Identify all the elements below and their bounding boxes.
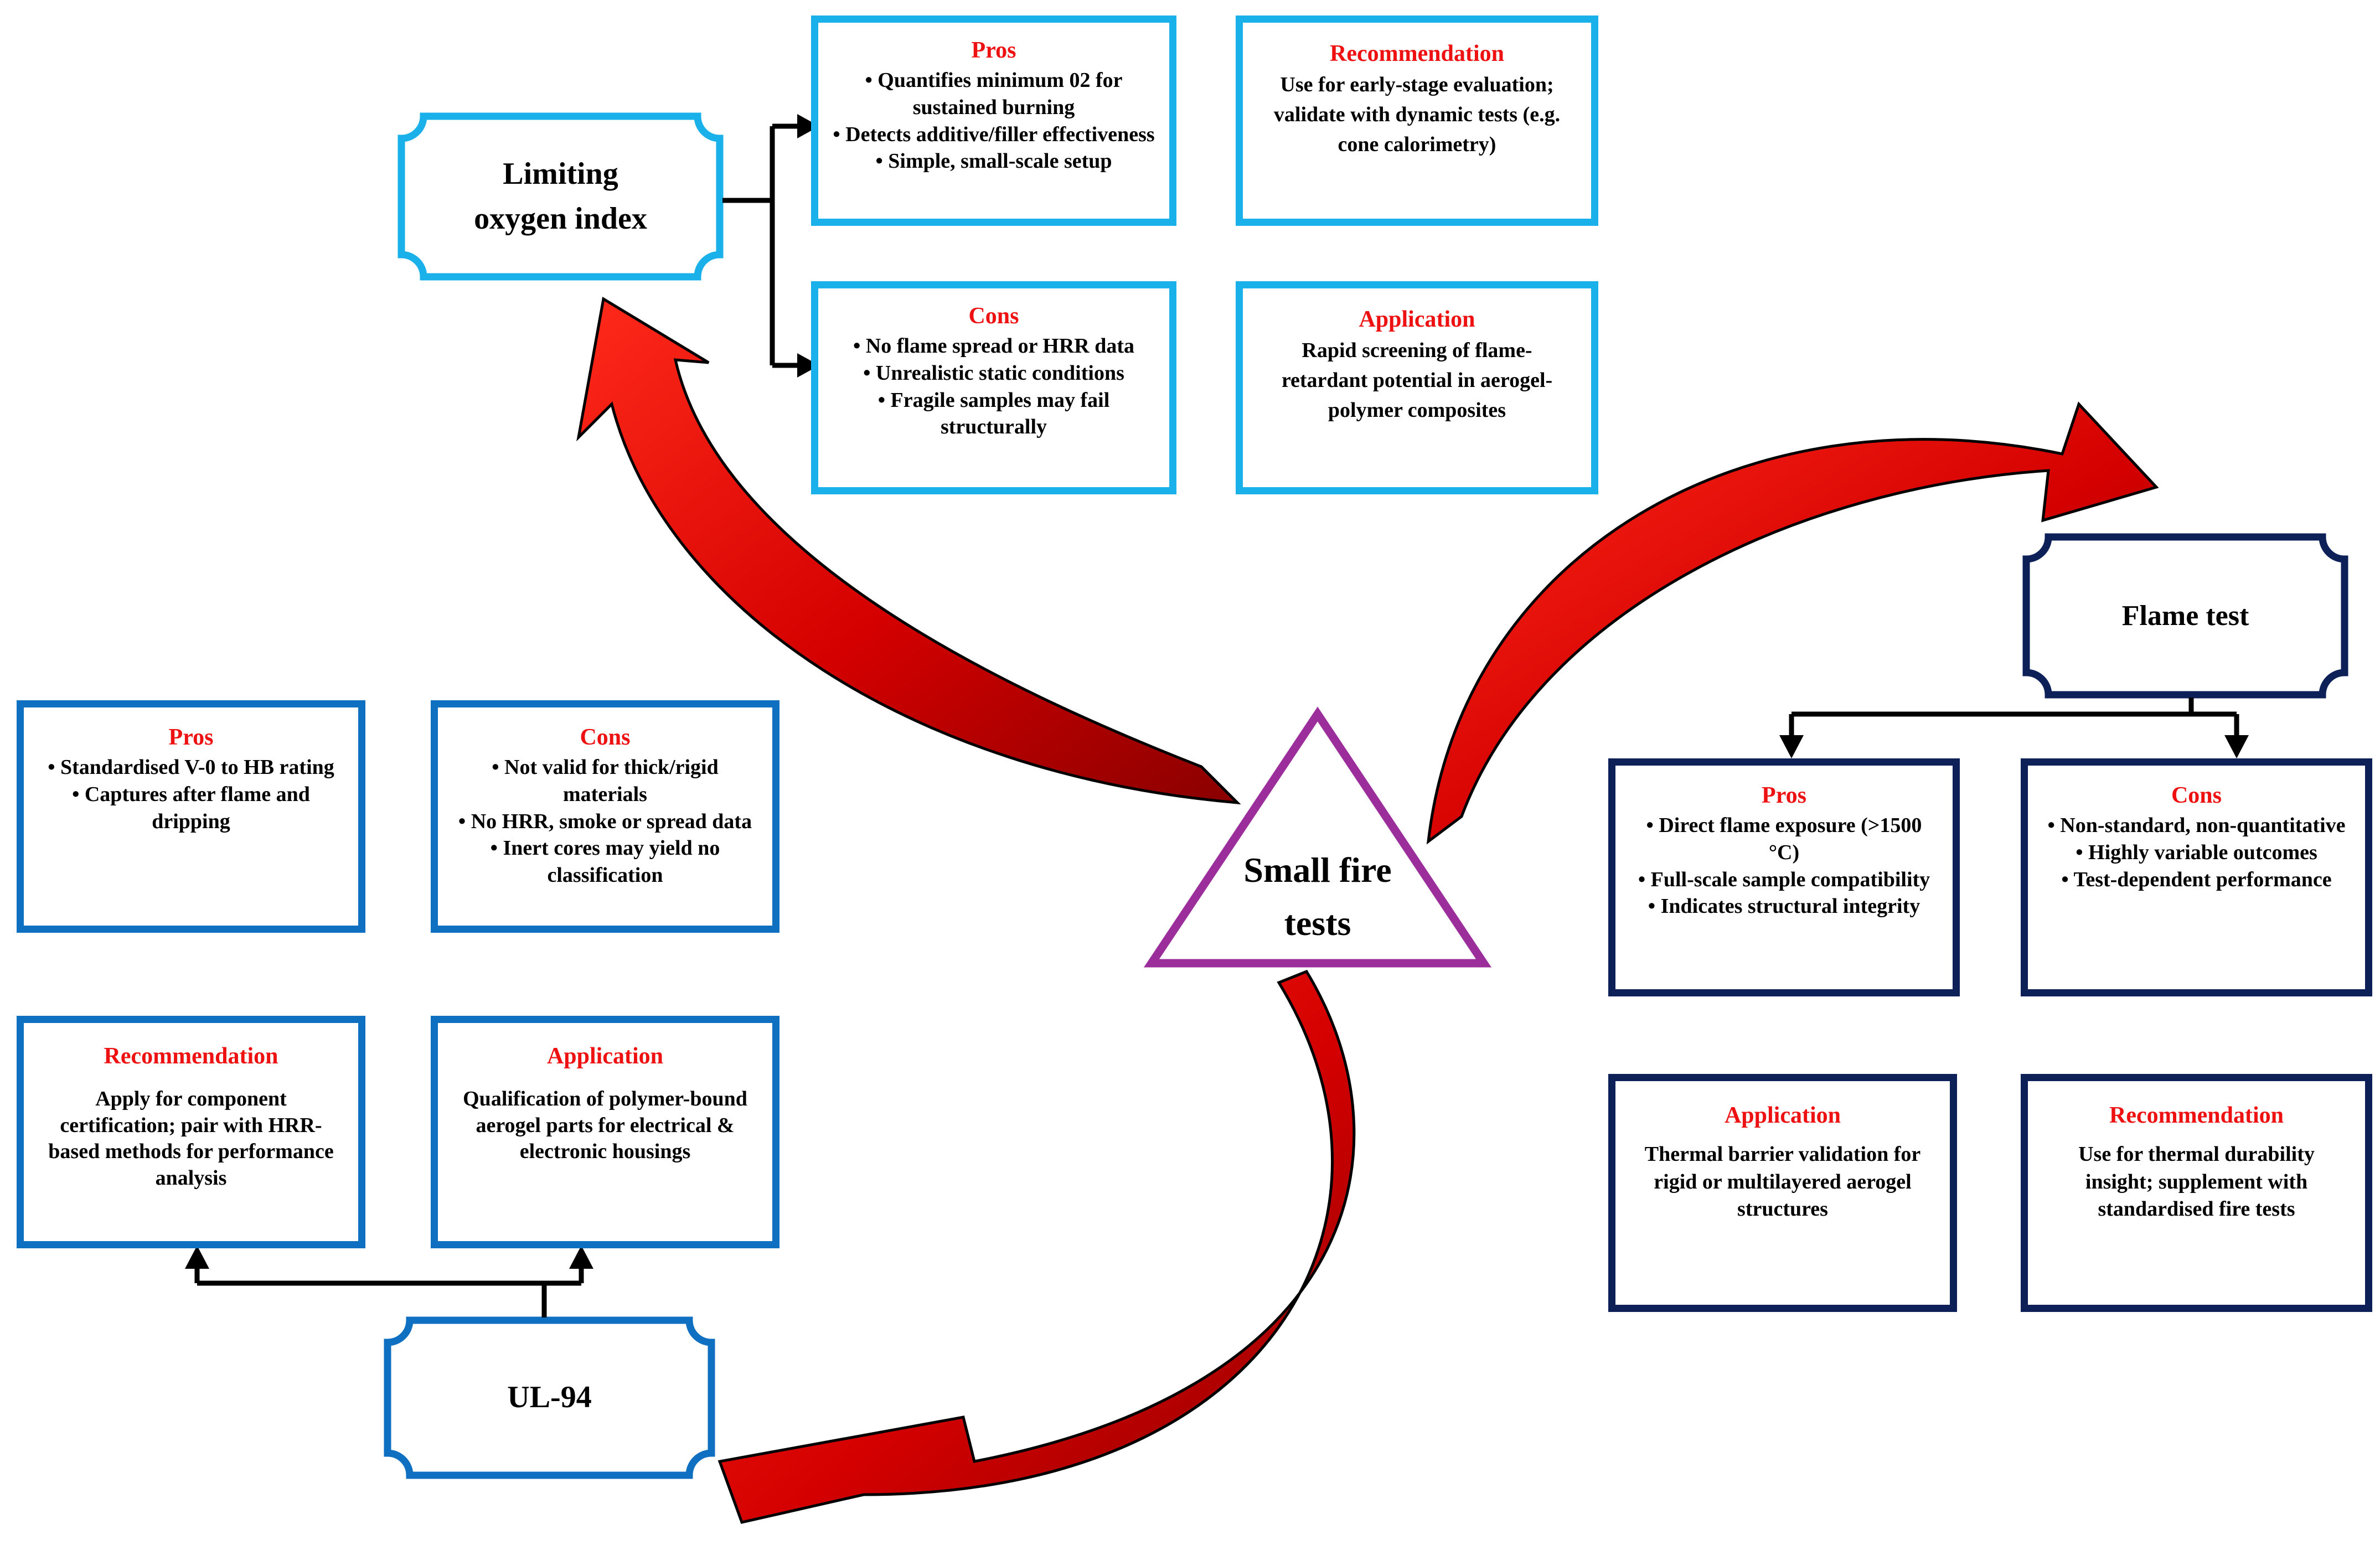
ul94-application-text: Qualification of polymer-bound aerogel p… [463,1087,747,1164]
list-item: • Indicates structural integrity [1648,895,1920,918]
loi-cons-arrowhead [797,353,819,378]
ul94-recommendation-text: Apply for component certification; pair … [48,1087,334,1190]
ul94-frame [384,1316,715,1479]
small-fire-tests-line-2: tests [1284,903,1351,943]
ul94-pros-box: Pros • Standardised V-0 to HB rating • C… [17,700,365,933]
small-fire-tests-label: Small fire tests [1196,836,1439,958]
arrow-to-ul94 [717,969,1356,1524]
loi-cons-heading: Cons [968,303,1019,329]
ul94-application-heading: Application [546,1043,664,1069]
loi-recommendation-text: Use for early-stage evaluation; validate… [1273,73,1561,157]
limiting-oxygen-index-title-line-1: Limiting [503,156,618,191]
flame-cons-box: Cons • Non-standard, non-quantitative • … [2021,758,2372,996]
list-item: • Unrealistic static conditions [863,361,1124,385]
list-item: • Test-dependent performance [2061,867,2332,891]
ul94-connectors [194,1265,584,1318]
flame-pros-box: Pros • Direct flame exposure (>1500 °C) … [1608,758,1960,996]
list-item: • Inert cores may yield no classificatio… [490,836,720,887]
arrow-to-limiting-oxygen-index [576,296,1241,805]
loi-cons-box: Cons • No flame spread or HRR data • Unr… [811,281,1176,494]
flame-recommendation-box: Recommendation Use for thermal durabilit… [2021,1074,2372,1312]
flame-recommendation-text: Use for thermal durability insight; supp… [2078,1143,2315,1221]
small-fire-tests-triangle [1143,706,1492,968]
ul94-application-box: Application Qualification of polymer-bou… [431,1016,779,1248]
flame-application-heading: Application [1724,1103,1841,1128]
flame-cons-arrowhead [2224,735,2249,758]
loi-application-box: Application Rapid screening of flame-ret… [1236,281,1598,494]
limiting-oxygen-index-connectors [722,123,800,368]
flame-test-frame [2022,533,2348,699]
loi-pros-heading: Pros [971,38,1016,63]
list-item: • Full-scale sample compatibility [1638,867,1930,891]
ul94-cons-box: Cons • Not valid for thick/rigid materia… [431,700,779,933]
limiting-oxygen-index-frame [397,112,724,281]
list-item: • Captures after flame and dripping [72,782,310,833]
loi-recommendation-box: Recommendation Use for early-stage evalu… [1236,16,1598,226]
flame-pros-heading: Pros [1762,783,1806,808]
list-item: • Non-standard, non-quantitative [2047,814,2346,838]
loi-application-heading: Application [1359,307,1475,332]
loi-pros-box: Pros • Quantifies minimum 02 for sustain… [811,16,1176,226]
ul94-application-arrowhead [569,1246,593,1269]
flame-recommendation-heading: Recommendation [2109,1103,2284,1128]
ul94-recommendation-arrowhead [185,1246,209,1269]
list-item: • Quantifies minimum 02 for sustained bu… [865,69,1123,119]
ul94-cons-heading: Cons [580,725,631,750]
flame-application-box: Application Thermal barrier validation f… [1608,1074,1957,1312]
flame-test-connectors [1789,698,2239,736]
list-item: • Fragile samples may fail structurally [877,388,1110,439]
flame-application-text: Thermal barrier validation for rigid or … [1644,1143,1921,1221]
limiting-oxygen-index-title-line-2: oxygen index [474,202,647,236]
ul94-pros-heading: Pros [168,725,214,750]
list-item: • Standardised V-0 to HB rating [48,756,334,779]
arrow-to-flame-test [1426,401,2159,845]
list-item: • No flame spread or HRR data [853,334,1134,358]
loi-recommendation-heading: Recommendation [1330,41,1504,66]
list-item: • Simple, small-scale setup [875,149,1112,173]
list-item: • Not valid for thick/rigid materials [492,756,719,806]
list-item: • Highly variable outcomes [2076,840,2317,864]
list-item: • Direct flame exposure (>1500 °C) [1646,814,1922,864]
ul94-title: UL-94 [507,1380,592,1415]
small-fire-tests-line-1: Small fire [1243,850,1392,890]
list-item: • Detects additive/filler effectiveness [833,122,1155,146]
flame-pros-arrowhead [1779,735,1804,758]
flame-cons-heading: Cons [2171,783,2222,808]
ul94-recommendation-heading: Recommendation [104,1043,278,1069]
limiting-oxygen-index-title: Limiting oxygen index [410,125,711,268]
flame-test-title: Flame test [2121,600,2249,632]
list-item: • No HRR, smoke or spread data [458,809,752,833]
loi-application-text: Rapid screening of flame-retardant poten… [1281,339,1553,422]
loi-pros-arrowhead [797,114,819,138]
ul94-recommendation-box: Recommendation Apply for component certi… [17,1016,365,1248]
